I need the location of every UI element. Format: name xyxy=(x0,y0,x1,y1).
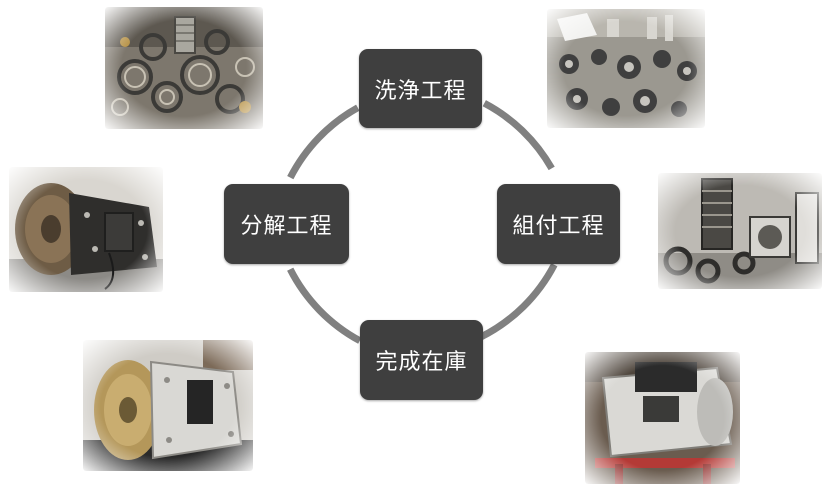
step-finished-stock: 完成在庫 xyxy=(360,320,483,400)
photo-disassembled-parts-pile xyxy=(105,7,263,129)
photo-transmission-housing xyxy=(9,167,163,292)
step-assembly: 組付工程 xyxy=(497,184,620,264)
photo-gear-assembly-bench xyxy=(658,173,822,289)
photo-cleaned-parts-laid-out xyxy=(547,9,705,128)
ring-arc-top-left xyxy=(287,104,360,180)
step-washing: 洗浄工程 xyxy=(359,49,482,128)
step-disassembly: 分解工程 xyxy=(224,184,349,264)
ring-arc-bottom-right xyxy=(479,263,558,341)
photo-assembled-transmission-stand xyxy=(585,352,740,484)
ring-arc-top-right xyxy=(482,100,555,171)
photo-transmission-torque-converter xyxy=(83,340,253,471)
ring-arc-bottom-left xyxy=(287,267,362,344)
